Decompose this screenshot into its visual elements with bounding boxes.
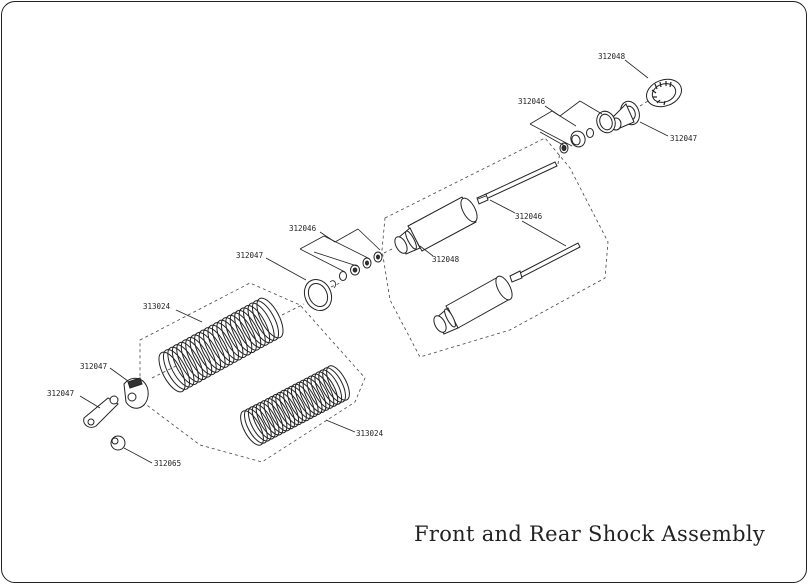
spring-coil bbox=[180, 339, 208, 381]
spring-coil bbox=[198, 329, 226, 371]
spring-coil bbox=[251, 300, 280, 341]
lower-shock-body bbox=[433, 275, 513, 335]
spring-coil bbox=[271, 393, 296, 430]
rod-end-312047 bbox=[83, 395, 119, 428]
lower-shaft bbox=[509, 242, 581, 283]
ball-312065 bbox=[110, 435, 126, 451]
label-ball: 312065 bbox=[154, 459, 181, 468]
spring-coil bbox=[310, 373, 335, 409]
spring-coil bbox=[275, 391, 300, 428]
label-body: 312048 bbox=[432, 255, 460, 264]
spring-coil bbox=[247, 302, 275, 344]
top-cap-312048 bbox=[646, 78, 682, 108]
spring-coil bbox=[229, 312, 257, 354]
spring-coil bbox=[244, 408, 268, 444]
part-labels: 312048 312046 312047 312046 312048 31204… bbox=[47, 52, 697, 468]
spring-coil bbox=[256, 297, 284, 339]
spring-coil bbox=[189, 334, 217, 376]
spring-coil bbox=[314, 371, 339, 407]
label-cap-top: 312048 bbox=[598, 52, 626, 61]
label-collar-top: 312047 bbox=[670, 134, 697, 143]
spring-coil bbox=[326, 365, 350, 401]
spring-coil bbox=[171, 344, 199, 385]
label-collar-mid: 312047 bbox=[236, 251, 263, 260]
middle-shims bbox=[329, 251, 383, 289]
label-shims-mid: 312046 bbox=[289, 224, 317, 233]
spring-coil bbox=[220, 317, 248, 358]
spring-coil bbox=[322, 367, 346, 403]
spring-coil bbox=[225, 314, 253, 356]
spring-coil bbox=[202, 327, 231, 368]
spring-coil bbox=[294, 381, 319, 418]
spring-coil bbox=[251, 404, 276, 440]
diagram-title: Front and Rear Shock Assembly bbox=[414, 522, 766, 546]
top-collar-312047 bbox=[610, 100, 640, 131]
label-shaft: 312046 bbox=[515, 212, 543, 221]
spring-left-313024 bbox=[158, 297, 284, 393]
spring-coil bbox=[167, 346, 195, 388]
spring-coil bbox=[194, 332, 222, 373]
top-shims bbox=[559, 128, 594, 154]
assembly-axis bbox=[151, 100, 649, 379]
spring-group-outline bbox=[139, 282, 366, 463]
label-spring-right: 313024 bbox=[356, 429, 384, 438]
upper-shock-body bbox=[394, 196, 478, 255]
spring-coil bbox=[243, 305, 271, 346]
spring-coil bbox=[283, 387, 307, 424]
spring-right-313024 bbox=[240, 365, 350, 446]
upper-shaft bbox=[476, 161, 558, 205]
label-retainer: 312047 bbox=[80, 362, 107, 371]
spring-coil bbox=[259, 400, 284, 436]
label-shims-top: 312046 bbox=[518, 97, 546, 106]
spring-coil bbox=[279, 389, 303, 426]
spring-coil bbox=[306, 375, 331, 411]
spring-coil bbox=[302, 377, 327, 413]
spring-coil bbox=[207, 324, 235, 366]
body-group-outline bbox=[381, 137, 609, 358]
spring-retainer-312047 bbox=[123, 377, 149, 409]
spring-coil bbox=[216, 319, 244, 361]
middle-collar-312047 bbox=[303, 278, 333, 312]
spring-coil bbox=[290, 383, 315, 420]
label-spring-left: 313024 bbox=[143, 302, 171, 311]
spring-coil bbox=[318, 369, 343, 405]
spring-coil bbox=[247, 406, 272, 442]
spring-coil bbox=[234, 309, 262, 351]
spring-coil bbox=[263, 398, 288, 434]
spring-coil bbox=[240, 410, 264, 446]
spring-coil bbox=[158, 351, 186, 393]
spring-coil bbox=[162, 349, 191, 390]
spring-coil bbox=[298, 379, 323, 415]
spring-coil bbox=[267, 396, 292, 432]
spring-coil bbox=[211, 322, 240, 363]
spring-coil bbox=[176, 341, 204, 383]
leader-lines bbox=[79, 59, 669, 464]
spring-coil bbox=[238, 307, 266, 349]
top-oring bbox=[596, 110, 616, 134]
spring-coil bbox=[255, 402, 280, 438]
label-rod-end: 312047 bbox=[47, 389, 74, 398]
spring-coil bbox=[287, 385, 311, 422]
spring-coil bbox=[185, 336, 213, 378]
